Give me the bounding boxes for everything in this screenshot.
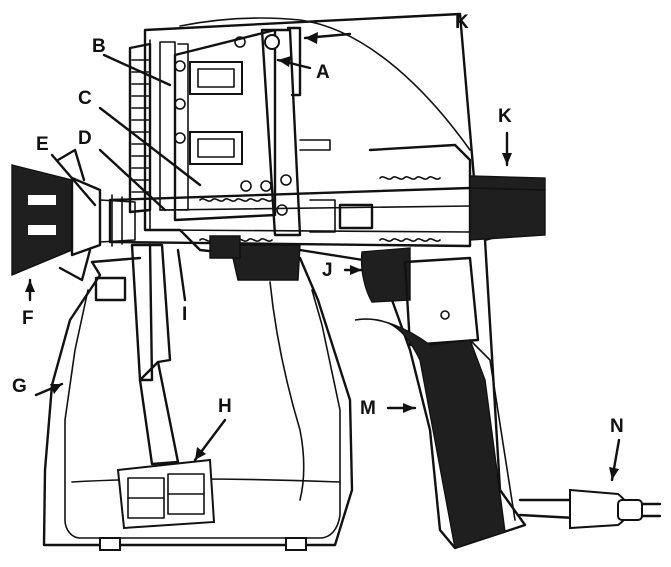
armature-arm — [260, 26, 331, 237]
nozzle-assembly — [11, 148, 136, 282]
label-f: F — [22, 308, 34, 329]
power-cord — [518, 488, 662, 530]
arrow-k — [502, 153, 512, 165]
suction-tube — [116, 243, 216, 530]
label-top-k: K — [455, 12, 469, 33]
arrow-m — [403, 403, 415, 413]
label-e: E — [36, 134, 49, 155]
label-j: J — [322, 260, 333, 281]
handle — [354, 318, 516, 549]
paint-container — [42, 256, 354, 551]
part-labels: K A B C D E F G H I J K M N — [12, 12, 624, 437]
label-c: C — [78, 88, 92, 109]
arrow-f — [25, 280, 35, 292]
label-d: D — [78, 128, 92, 149]
trigger — [360, 247, 480, 347]
label-m: M — [360, 398, 376, 419]
coil-frame — [173, 28, 292, 222]
arrow-g — [50, 384, 62, 394]
label-g: G — [12, 376, 27, 397]
pump-cylinder — [108, 143, 472, 248]
arrow-a — [278, 56, 291, 67]
label-k: K — [498, 106, 512, 127]
valve-block — [209, 235, 301, 281]
label-h: H — [218, 396, 232, 417]
arrow-a-top — [305, 32, 318, 44]
label-i: I — [182, 304, 187, 325]
arrow-h — [195, 447, 206, 460]
leader-lines — [28, 32, 621, 482]
label-n: N — [610, 416, 624, 437]
arrow-j — [350, 265, 362, 275]
arrow-heads — [25, 32, 619, 480]
label-b: B — [92, 36, 106, 57]
rear-cap — [469, 175, 546, 241]
label-a: A — [316, 62, 330, 83]
arrow-n — [609, 467, 619, 480]
